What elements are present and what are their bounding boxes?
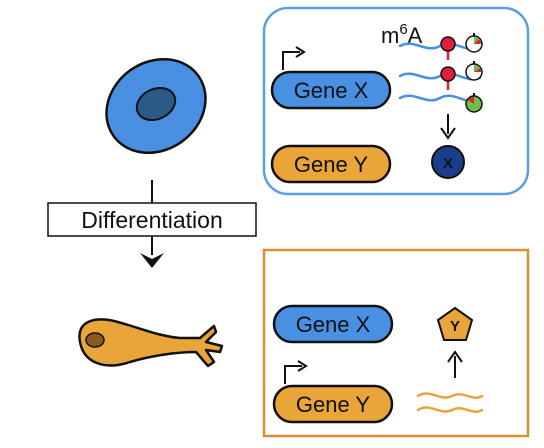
gene-x-pill: [270, 70, 392, 110]
gene-x-label: Gene X: [294, 78, 369, 103]
gene-x-label: Gene X: [296, 312, 371, 337]
stem-cell: [105, 57, 207, 155]
gene-y-label: Gene Y: [294, 152, 369, 177]
protein-y: Y: [436, 306, 474, 341]
timer-icon: [465, 33, 483, 53]
gene-y-label: Gene Y: [296, 392, 371, 417]
m6a-label: m6A: [381, 21, 423, 48]
m6a-mark: [440, 66, 456, 90]
protein-y-label: Y: [450, 318, 460, 335]
differentiation-label: Differentiation: [81, 207, 223, 233]
differentiation-arrow: [140, 180, 164, 268]
gene-y-pill: [270, 144, 392, 184]
gene-y-pill: [272, 384, 394, 424]
neuron-cell: [78, 318, 224, 368]
neuron-nucleus: [85, 332, 105, 348]
neuron-panel: Gene X Gene Y Y: [262, 248, 530, 438]
translation-arrow: [447, 350, 463, 378]
stem-cell-panel: m6A Gene X Gene Y: [262, 6, 530, 196]
timer-icon: [465, 61, 483, 81]
protein-x-label: X: [443, 155, 453, 172]
gene-x-pill: [272, 304, 394, 344]
timer-icon: [465, 93, 483, 113]
m6a-mark: [440, 36, 456, 60]
stem-cell-nucleus: [135, 86, 177, 122]
protein-x: X: [431, 145, 465, 179]
gene-x-promoter-arrow: [282, 51, 300, 70]
differentiation-label-box: Differentiation: [47, 202, 257, 237]
translation-arrow: [440, 114, 456, 140]
gene-y-promoter-arrow: [284, 365, 302, 384]
gene-y-mrna: [416, 392, 484, 413]
